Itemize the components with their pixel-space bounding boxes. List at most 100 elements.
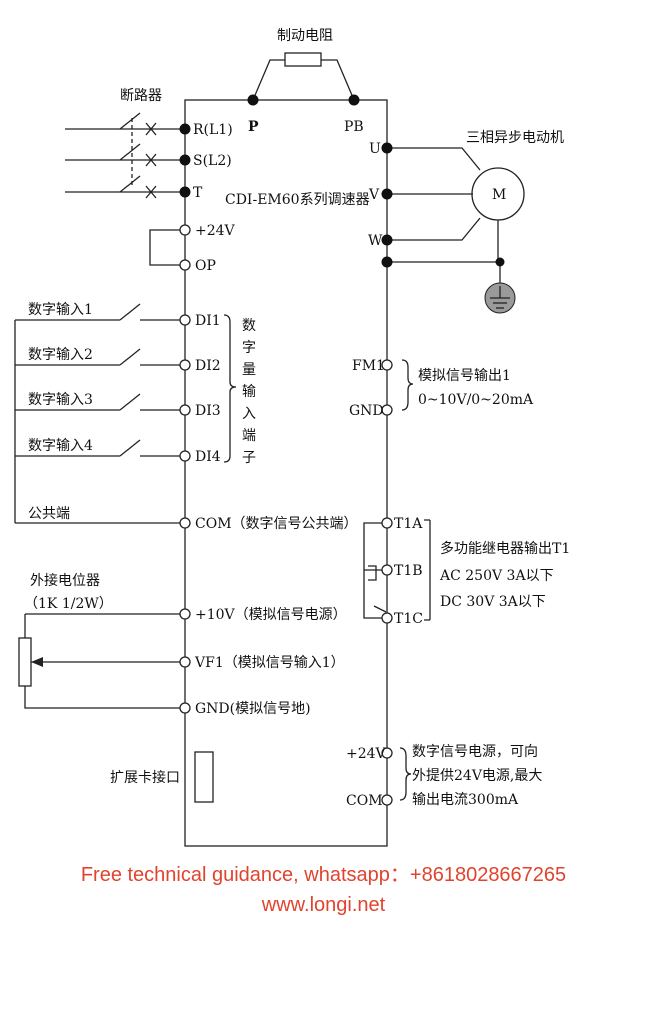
terminal-fm1 bbox=[381, 359, 393, 371]
terminal-p-label: P bbox=[248, 119, 259, 135]
terminal-t1c bbox=[381, 612, 393, 624]
di-group-char-4: 输 bbox=[242, 384, 256, 400]
di-group-char-5: 入 bbox=[242, 406, 256, 422]
terminal-v-label: V bbox=[368, 187, 380, 203]
di4-label: DI4 bbox=[195, 449, 221, 465]
power-line3: 输出电流300mA bbox=[412, 792, 519, 808]
digital-input-2-label: 数字输入2 bbox=[28, 347, 93, 363]
terminal-24v-right bbox=[381, 747, 393, 759]
terminal-com bbox=[179, 517, 191, 529]
analog-output-line1: 模拟信号输出1 bbox=[418, 368, 511, 384]
di-group-char-1: 数 bbox=[242, 318, 256, 334]
terminal-com-right bbox=[381, 794, 393, 806]
brake-wire-right bbox=[321, 59, 355, 101]
di-brace bbox=[223, 314, 237, 463]
terminal-di4 bbox=[179, 450, 191, 462]
terminal-dot-pe bbox=[381, 256, 393, 268]
motor-wire-w bbox=[390, 217, 481, 241]
ground-junction-dot bbox=[495, 257, 505, 267]
terminal-dot-s bbox=[179, 154, 191, 166]
brake-resistor-symbol bbox=[284, 52, 322, 67]
di-group-char-2: 字 bbox=[242, 340, 256, 356]
label-vf1: VF1（模拟信号输入1） bbox=[194, 655, 345, 671]
model-label: CDI-EM60系列调速器 bbox=[225, 192, 370, 208]
pot-spec: （1K 1/2W） bbox=[24, 596, 113, 612]
brake-resistor-label: 制动电阻 bbox=[277, 28, 333, 44]
relay-line3: DC 30V 3A以下 bbox=[440, 594, 546, 610]
digital-input-3-label: 数字输入3 bbox=[28, 392, 93, 408]
terminal-di3 bbox=[179, 404, 191, 416]
digital-input-4-label: 数字输入4 bbox=[28, 438, 93, 454]
terminal-op bbox=[179, 259, 191, 271]
com-terminal-label: COM（数字信号公共端） bbox=[195, 516, 358, 532]
power-line2: 外提供24V电源,最大 bbox=[412, 768, 542, 784]
potentiometer-symbol bbox=[18, 637, 32, 687]
terminal-dot-w bbox=[381, 234, 393, 246]
label-t1c: T1C bbox=[394, 611, 423, 627]
terminal-u-label: U bbox=[369, 141, 381, 157]
terminal-di1 bbox=[179, 314, 191, 326]
terminal-dot-r bbox=[179, 123, 191, 135]
terminal-dot-v bbox=[381, 188, 393, 200]
label-com-right: COM bbox=[346, 793, 383, 809]
di-group-char-6: 端 bbox=[242, 428, 256, 444]
terminal-dot-u bbox=[381, 142, 393, 154]
expansion-card-slot bbox=[194, 751, 214, 803]
expansion-card-label: 扩展卡接口 bbox=[110, 769, 180, 786]
breaker-label: 断路器 bbox=[120, 88, 162, 104]
terminal-t1b bbox=[381, 564, 393, 576]
breaker-blade-2 bbox=[119, 143, 141, 161]
di-group-char-3: 量 bbox=[242, 362, 256, 378]
di2-label: DI2 bbox=[195, 358, 221, 374]
terminal-t1a bbox=[381, 517, 393, 529]
breaker-blade-3 bbox=[119, 175, 141, 193]
terminal-gnd-analog bbox=[179, 702, 191, 714]
terminal-10v bbox=[179, 608, 191, 620]
motor-symbol: M bbox=[492, 187, 506, 203]
footer-guidance-text: Free technical guidance, whatsapp：+86180… bbox=[80, 864, 567, 886]
terminal-vf1 bbox=[179, 656, 191, 668]
relay-line1: 多功能继电器输出T1 bbox=[440, 540, 570, 557]
pot-label: 外接电位器 bbox=[30, 572, 100, 589]
terminal-w-label: W bbox=[368, 233, 383, 249]
footer-website-link[interactable]: www.longi.net bbox=[261, 894, 386, 916]
terminal-t-label: T bbox=[193, 185, 203, 201]
common-label: 公共端 bbox=[28, 506, 70, 522]
power-line1: 数字信号电源，可向 bbox=[412, 744, 538, 760]
label-t1a: T1A bbox=[394, 516, 423, 532]
brake-wire-left bbox=[252, 59, 285, 101]
label-10v: +10V（模拟信号电源） bbox=[195, 607, 347, 623]
analog-output-line2: 0~10V/0~20mA bbox=[418, 392, 534, 408]
relay-contact-nc bbox=[368, 565, 377, 581]
label-t1b: T1B bbox=[394, 563, 423, 579]
terminal-r-label: R(L1) bbox=[193, 122, 233, 138]
breaker-blade-1 bbox=[119, 112, 141, 130]
ground-icon bbox=[484, 282, 516, 314]
terminal-gnd-right bbox=[381, 404, 393, 416]
drive-enclosure bbox=[184, 99, 388, 847]
di3-label: DI3 bbox=[195, 403, 221, 419]
label-fm1: FM1 bbox=[352, 358, 385, 374]
terminal-dot-t bbox=[179, 186, 191, 198]
relay-line2: AC 250V 3A以下 bbox=[439, 568, 554, 584]
label-24v: +24V bbox=[195, 223, 236, 239]
digital-input-1-label: 数字输入1 bbox=[28, 302, 93, 318]
motor-title: 三相异步电动机 bbox=[466, 130, 564, 146]
label-24v-right: +24V bbox=[346, 746, 387, 762]
wiper-arrow-icon bbox=[31, 657, 43, 667]
terminal-dot-p bbox=[247, 94, 259, 106]
label-gnd-analog: GND(模拟信号地) bbox=[195, 701, 311, 717]
terminal-24v bbox=[179, 224, 191, 236]
di-group-char-7: 子 bbox=[242, 450, 256, 466]
relay-contact-no bbox=[373, 605, 387, 613]
terminal-s-label: S(L2) bbox=[193, 153, 232, 169]
label-op: OP bbox=[195, 258, 216, 274]
terminal-pb-label: PB bbox=[344, 119, 364, 135]
motor-wire-u bbox=[390, 147, 481, 171]
op-jumper bbox=[149, 229, 181, 266]
terminal-di2 bbox=[179, 359, 191, 371]
terminal-dot-pb bbox=[348, 94, 360, 106]
di1-label: DI1 bbox=[195, 313, 221, 329]
